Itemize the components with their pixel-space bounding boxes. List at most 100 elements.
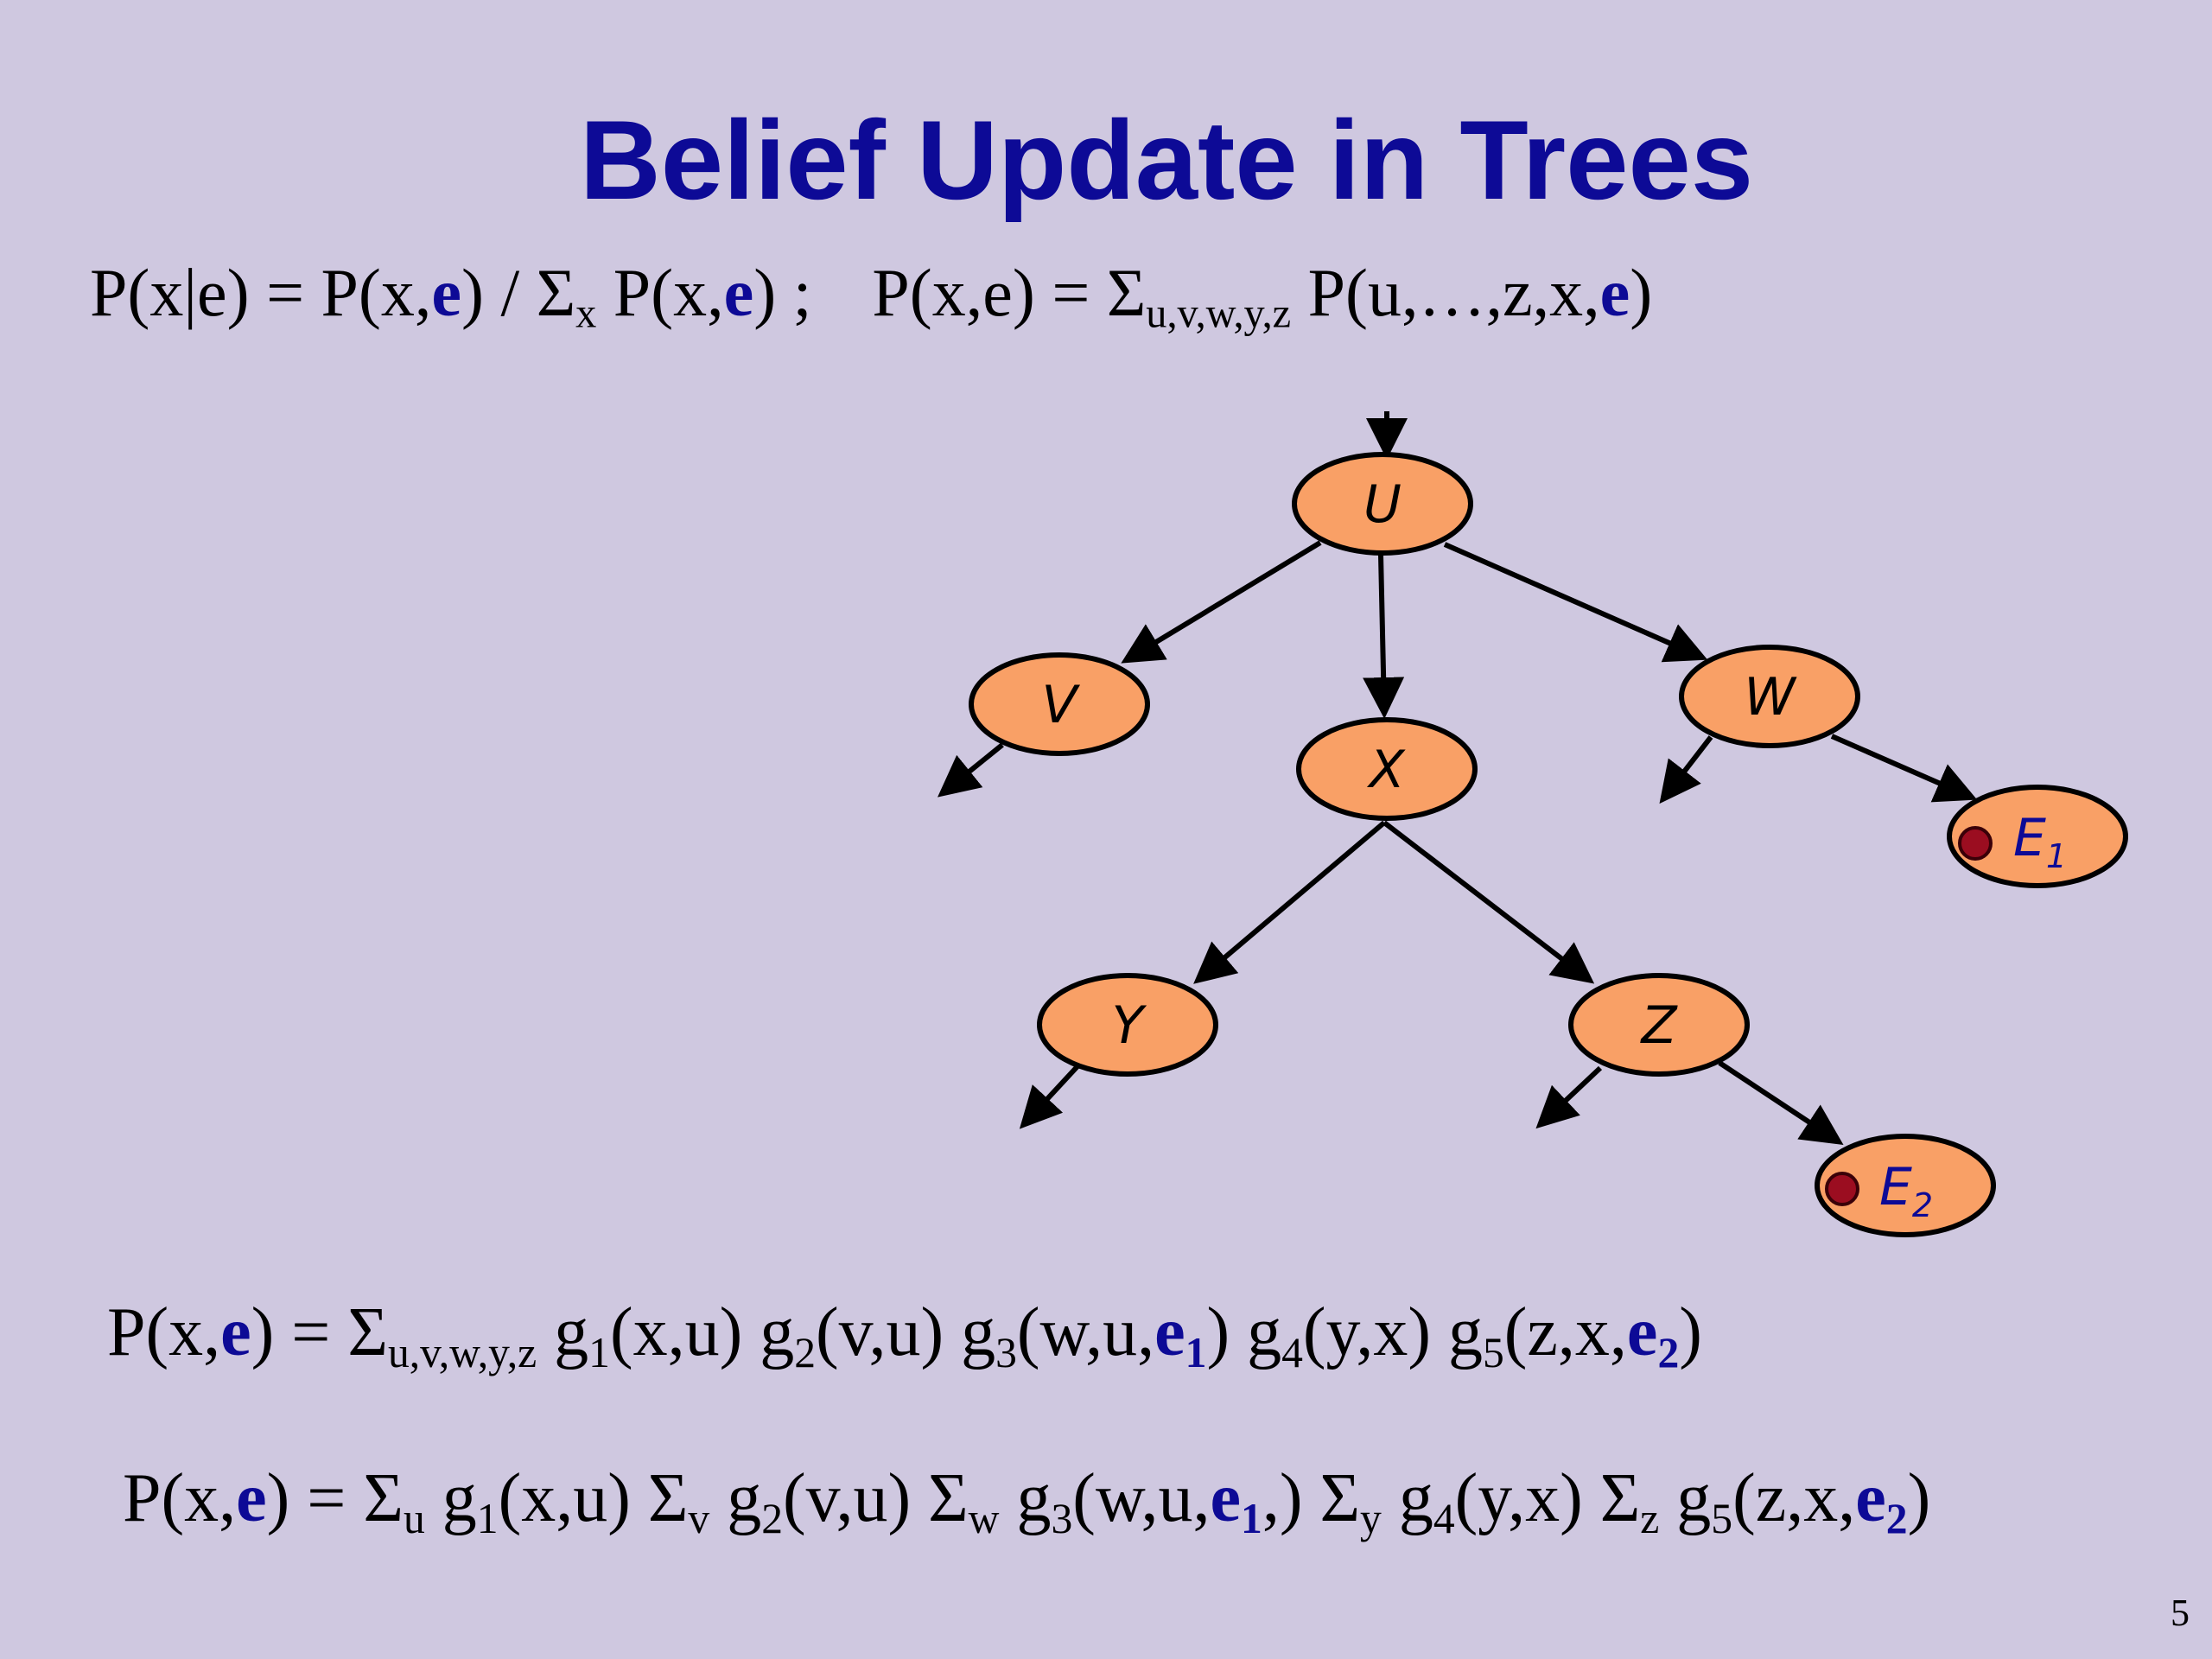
- formula-text: P(x,: [107, 1294, 221, 1370]
- factor-index: 3: [995, 1328, 1017, 1376]
- node-v: [969, 652, 1150, 756]
- formula-text: g: [424, 1460, 477, 1536]
- formula-text: (v,u) g: [816, 1294, 996, 1370]
- factor-index: 5: [1711, 1494, 1733, 1542]
- node-x: [1296, 717, 1478, 821]
- sum-index: w: [968, 1494, 1000, 1542]
- node-z-label: Z: [1639, 995, 1678, 1056]
- node-e2: [1815, 1134, 1996, 1237]
- factor-index: 2: [794, 1328, 817, 1376]
- formula-text: ) ;: [753, 255, 812, 330]
- formula-text: (v,u) Σ: [783, 1460, 969, 1536]
- node-e2-letter: E: [1879, 1157, 1912, 1217]
- sum-index: u,v,w,y,z: [1146, 290, 1292, 337]
- formula-text: P(x,e) = Σ: [872, 255, 1147, 330]
- evidence-symbol: e: [1210, 1460, 1242, 1536]
- evidence-symbol: e: [236, 1460, 267, 1536]
- page-number: 5: [2171, 1592, 2190, 1634]
- formula-text: P(x,: [123, 1460, 237, 1536]
- formula-text: ) = Σ: [266, 1460, 404, 1536]
- edge-y-out: [1019, 1063, 1081, 1129]
- edge-w-out: [1659, 735, 1713, 804]
- edge-u-x: [1363, 554, 1405, 719]
- factor-index: 5: [1482, 1328, 1504, 1376]
- formula-text: ) = Σ: [251, 1294, 388, 1370]
- evidence-symbol: e: [1855, 1460, 1886, 1536]
- evidence-symbol: e: [220, 1294, 251, 1370]
- formula-posterior: P(x|e) = P(x,e) / Σx P(x,e) ;P(x,e) = Σu…: [90, 259, 1652, 335]
- evidence-dot-icon: [1958, 826, 1993, 861]
- formula-text: (z,x,: [1503, 1294, 1627, 1370]
- edge-x-z: [1382, 820, 1595, 984]
- edge-v-out: [938, 742, 1004, 798]
- sum-index: u,v,w,y,z: [387, 1328, 537, 1376]
- factor-index: 4: [1281, 1328, 1303, 1376]
- formula-text: (x,u) g: [609, 1294, 795, 1370]
- factor-index: 1: [588, 1328, 610, 1376]
- formula-text: (w,u,: [1016, 1294, 1155, 1370]
- formula-text: ,) Σ: [1262, 1460, 1361, 1536]
- evidence-symbol: e: [1626, 1294, 1658, 1370]
- node-x-label: X: [1366, 740, 1406, 800]
- node-e1: [1947, 785, 2128, 888]
- factor-index: 2: [761, 1494, 784, 1542]
- evidence-symbol: e: [431, 255, 462, 330]
- edge-z-e2: [1718, 1060, 1844, 1145]
- sum-index: x: [575, 290, 597, 337]
- node-e1-label: E1: [2013, 808, 2067, 875]
- formula-factorization: P(x,e) = Σu,v,w,y,z g1(x,u) g2(v,u) g3(w…: [107, 1298, 1702, 1374]
- sum-index: u: [403, 1494, 425, 1542]
- evidence-index: 2: [1657, 1328, 1680, 1376]
- node-w-label: W: [1744, 667, 1797, 728]
- formula-text: (x,u) Σ: [498, 1460, 689, 1536]
- evidence-symbol: e: [723, 255, 754, 330]
- formula-text: g: [709, 1460, 762, 1536]
- sum-index: y: [1360, 1494, 1382, 1542]
- evidence-index: 1: [1241, 1494, 1262, 1542]
- formula-text: P(u,…,z,x,: [1291, 255, 1600, 330]
- node-z: [1568, 973, 1750, 1077]
- node-y: [1037, 973, 1218, 1077]
- evidence-index: 1: [1185, 1328, 1207, 1376]
- factor-index: 4: [1433, 1494, 1455, 1542]
- node-u: [1292, 452, 1473, 556]
- evidence-index: 2: [1885, 1494, 1908, 1542]
- node-e1-subscript: 1: [2046, 837, 2067, 875]
- slide-title: Belief Update in Trees: [579, 97, 1754, 223]
- formula-text: ) / Σ: [461, 255, 576, 330]
- node-u-label: U: [1363, 474, 1402, 535]
- formula-text: (z,x,: [1732, 1460, 1856, 1536]
- edge-u-v: [1121, 540, 1322, 664]
- node-e2-subscript: 2: [1912, 1186, 1933, 1224]
- edge-w-e1: [1830, 734, 1978, 803]
- formula-text: g: [1381, 1460, 1433, 1536]
- sum-index: v: [688, 1494, 710, 1542]
- node-e2-label: E2: [1879, 1157, 1933, 1224]
- formula-pushed-sums: P(x,e) = Σu g1(x,u) Σv g2(v,u) Σw g3(w,u…: [123, 1464, 1930, 1540]
- factor-index: 1: [476, 1494, 499, 1542]
- formula-text: P(x|e) = P(x,: [90, 255, 432, 330]
- edge-z-out: [1535, 1065, 1603, 1129]
- edge-u-w: [1443, 542, 1708, 663]
- node-v-label: V: [1041, 675, 1080, 735]
- formula-text: (y,x) Σ: [1454, 1460, 1641, 1536]
- node-w: [1679, 645, 1860, 748]
- factor-index: 3: [1051, 1494, 1073, 1542]
- formula-text: P(x,: [596, 255, 724, 330]
- formula-text: g: [537, 1294, 589, 1370]
- node-e1-letter: E: [2013, 808, 2046, 868]
- formula-text: ) g: [1206, 1294, 1282, 1370]
- formula-text: (w,u,: [1072, 1460, 1211, 1536]
- evidence-dot-icon: [1825, 1172, 1859, 1206]
- formula-text: g: [999, 1460, 1052, 1536]
- formula-text: g: [1659, 1460, 1712, 1536]
- formula-text: ): [1630, 255, 1653, 330]
- evidence-symbol: e: [1154, 1294, 1185, 1370]
- formula-text: (y,x) g: [1302, 1294, 1483, 1370]
- sum-index: z: [1640, 1494, 1660, 1542]
- formula-text: ): [1907, 1460, 1931, 1536]
- node-y-label: Y: [1112, 995, 1147, 1056]
- edge-x-y: [1193, 820, 1386, 984]
